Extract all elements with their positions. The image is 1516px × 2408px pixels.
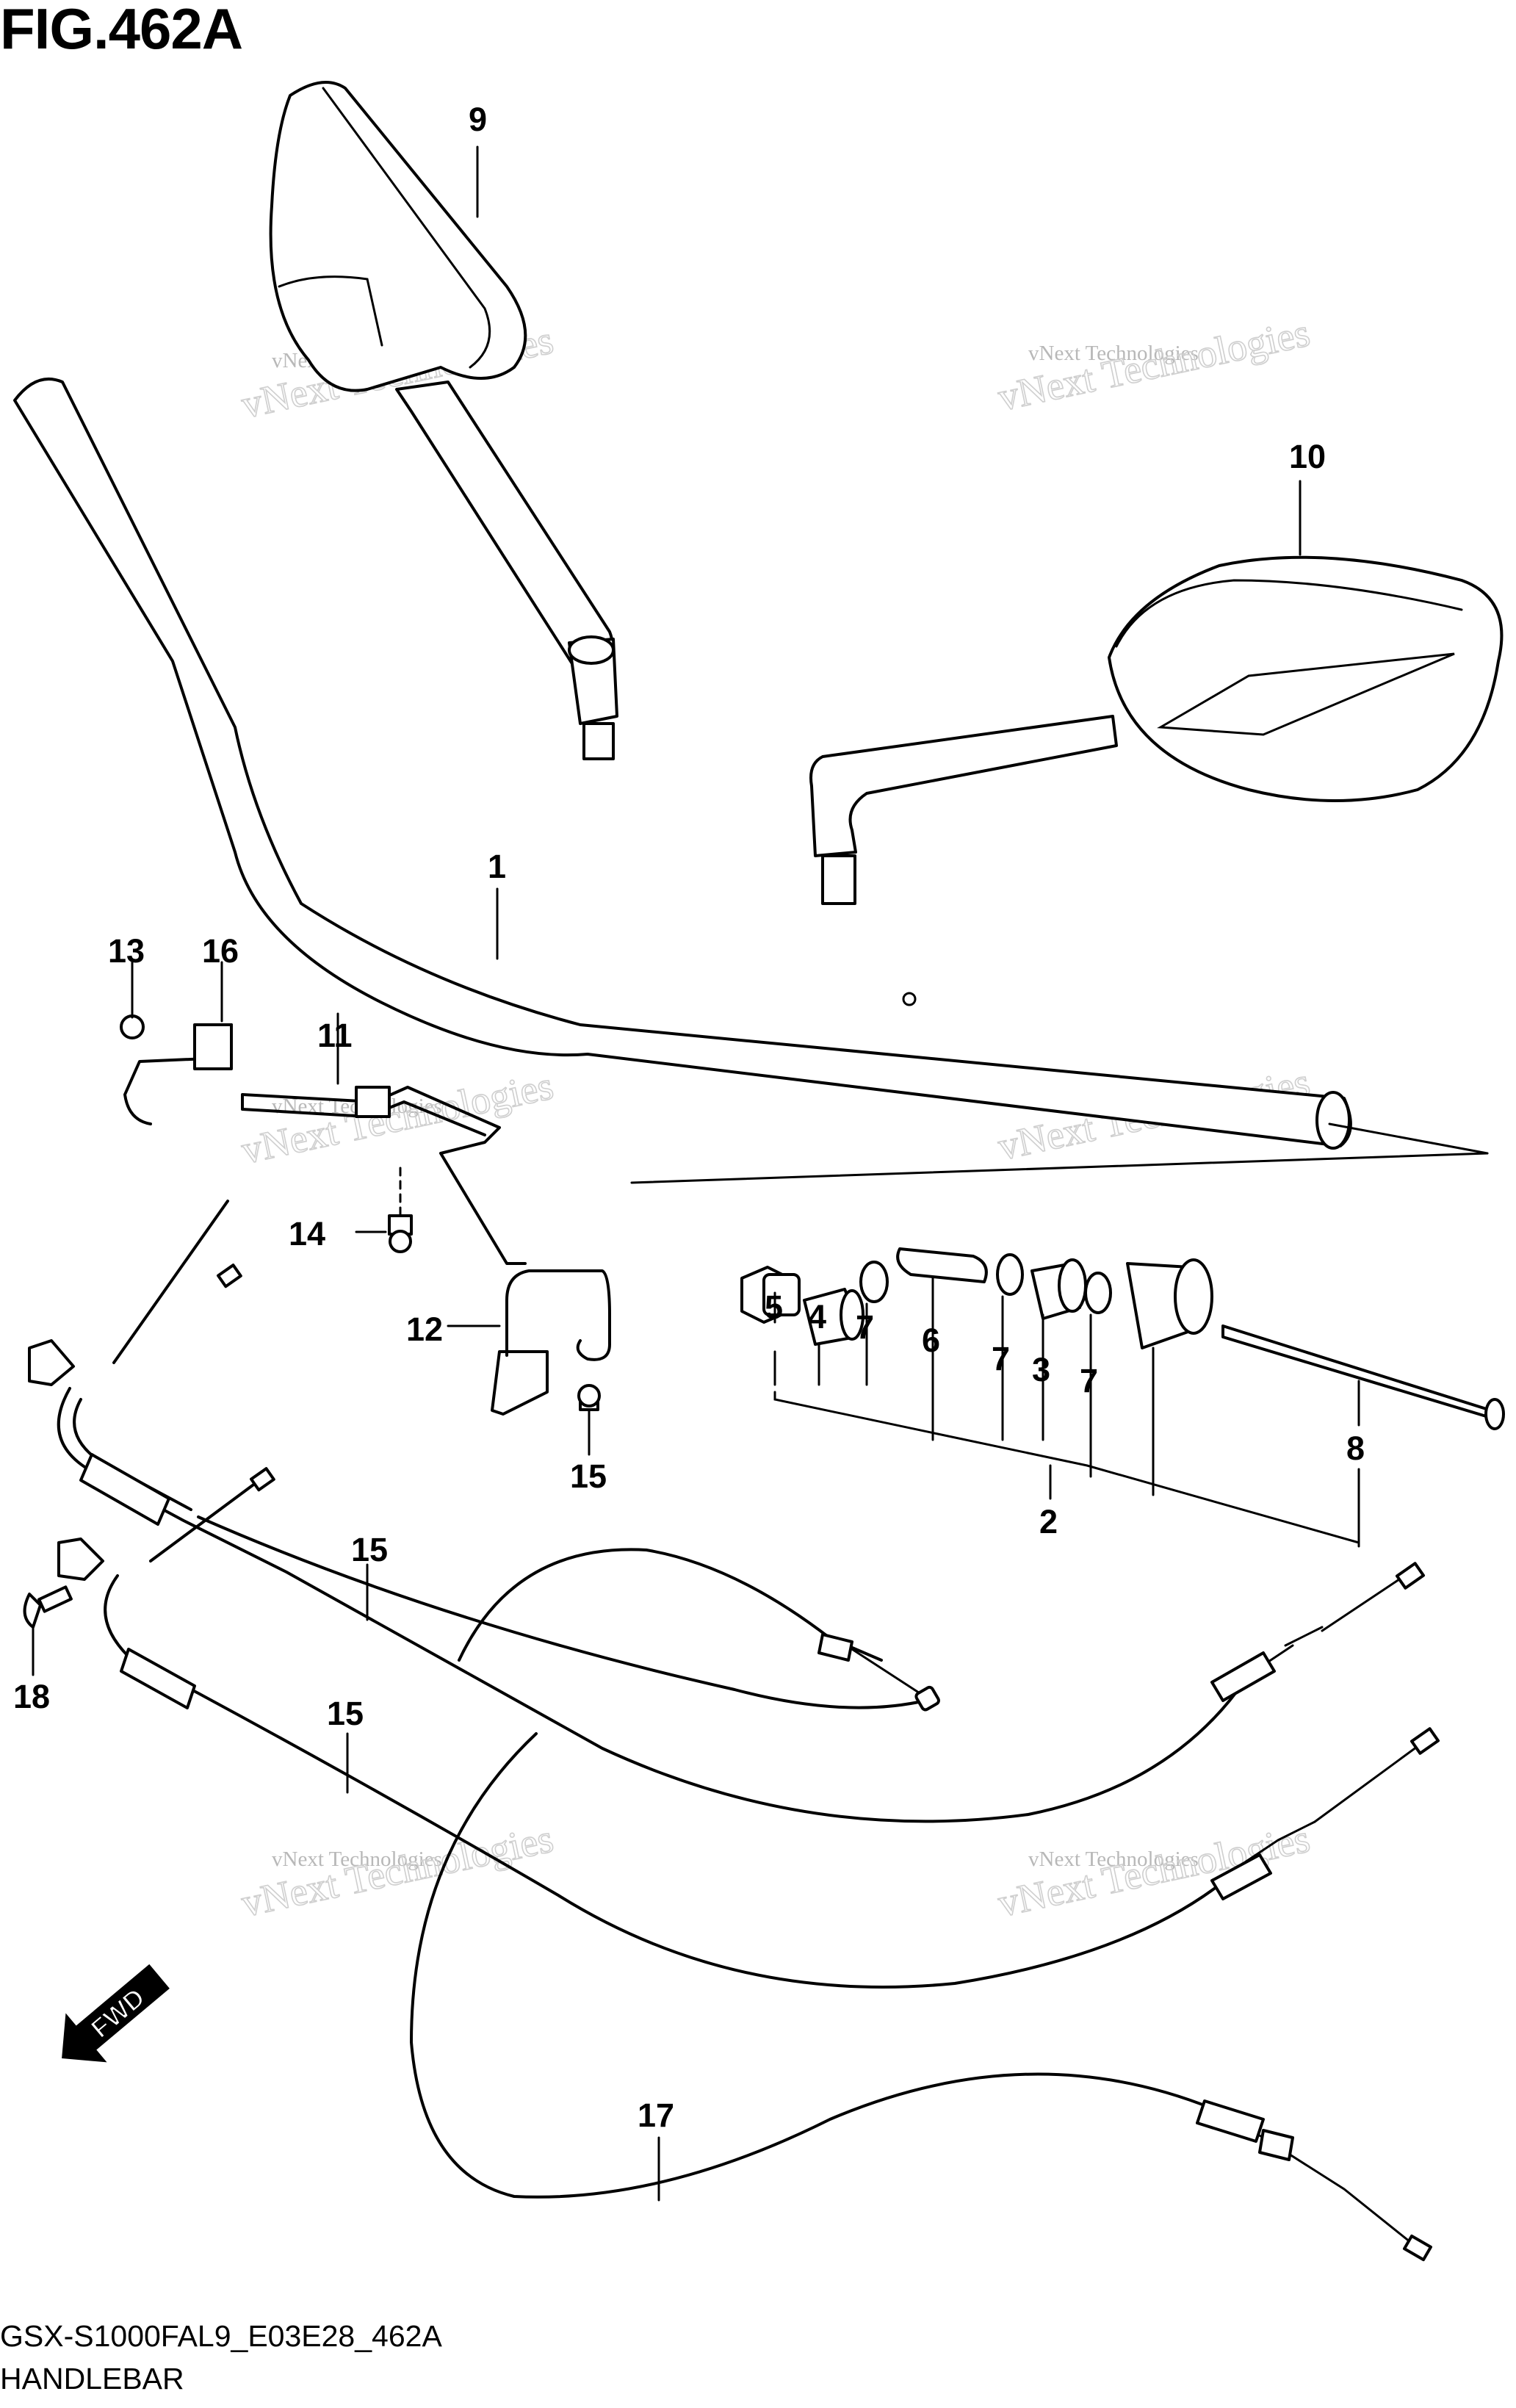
- callout-label: 3: [1032, 1351, 1050, 1388]
- callout-label: 12: [406, 1311, 443, 1348]
- callout-label: 2: [1039, 1503, 1058, 1540]
- callout-label: 15: [327, 1695, 364, 1732]
- watermark-text: vNext Technologies: [1028, 342, 1199, 365]
- watermark-text: vNext Technologies: [1028, 1848, 1199, 1871]
- callout-label: 10: [1289, 438, 1326, 475]
- callout-label: 15: [351, 1531, 388, 1568]
- callout-label: 8: [1346, 1430, 1365, 1467]
- part-right-mirror: [809, 555, 1504, 905]
- callout-label: 11: [317, 1017, 353, 1054]
- part-bracket-17: [120, 1014, 233, 1125]
- fwd-arrow-icon: FWD: [62, 1964, 170, 2063]
- section-name: HANDLEBAR: [0, 2362, 184, 2396]
- figure-code: GSX-S1000FAL9_E03E28_462A: [0, 2319, 442, 2353]
- callout-label: 13: [108, 932, 145, 970]
- leader-lines-bar-end: [773, 1277, 1360, 1548]
- part-clamp-13: [241, 1086, 527, 1265]
- callout-label: 5: [765, 1288, 783, 1326]
- callout-label: 7: [1080, 1362, 1098, 1399]
- part-left-mirror: [269, 81, 618, 760]
- part-handlebar: [13, 377, 1352, 1150]
- callout-labels: 9 10 1 13 16 11 14 12 15 5 4 7 6 7 3 7 8…: [13, 101, 1365, 2134]
- watermark-text: vNext Technologies: [272, 1848, 442, 1871]
- callout-label: 4: [808, 1298, 826, 1335]
- part-wire-bracket-14: [491, 1269, 611, 1416]
- figure-title: FIG.462A: [0, 0, 243, 61]
- part-cables: [28, 1200, 1440, 2262]
- part-screw-18: [23, 1585, 73, 1629]
- callout-label: 15: [570, 1457, 607, 1495]
- callout-label: 6: [922, 1322, 940, 1359]
- callout-label: 7: [856, 1308, 874, 1346]
- callout-label: 1: [488, 848, 506, 885]
- callout-label: 18: [13, 1678, 50, 1715]
- callout-label: 17: [638, 2097, 674, 2134]
- callout-label: 7: [992, 1340, 1010, 1377]
- callout-label: 16: [202, 932, 239, 970]
- part-screw-15: [388, 1167, 601, 1411]
- part-bar-end-assembly: [740, 1247, 1505, 1430]
- callout-label: 14: [289, 1215, 325, 1252]
- callout-label: 9: [469, 101, 487, 138]
